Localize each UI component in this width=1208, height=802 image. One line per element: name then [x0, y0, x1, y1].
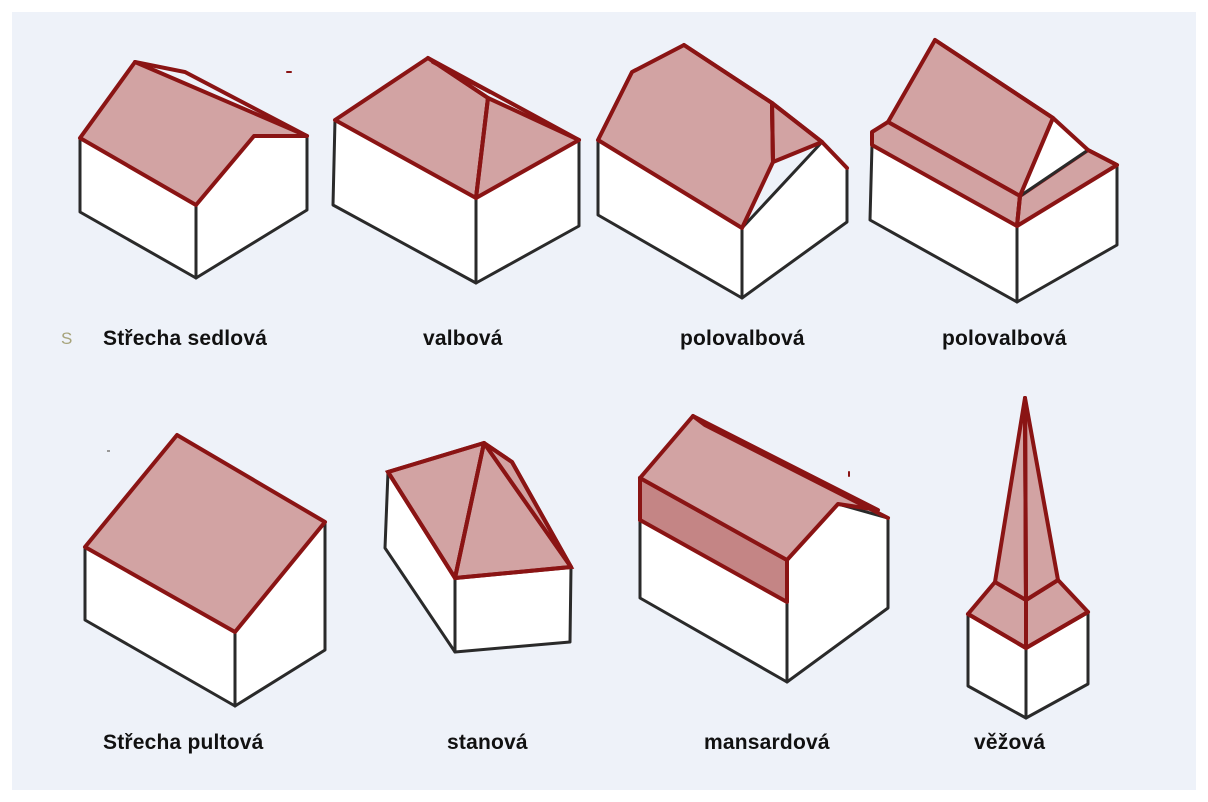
stray-letter-mark: S [61, 329, 72, 349]
label-half-hip-roof-b: polovalbová [942, 327, 1067, 351]
label-half-hip-roof-a: polovalbová [680, 327, 805, 351]
gable-roof-house [80, 62, 307, 278]
spire-upper-right [1025, 398, 1058, 600]
pyramid-roof-house [385, 443, 571, 652]
spire-upper-left [995, 398, 1026, 600]
half-hip-roof-house-a [598, 45, 847, 298]
label-spire-roof: věžová [974, 731, 1045, 755]
label-mono-pitch-roof: Střecha pultová [103, 731, 264, 755]
mono-pitch-roof-house [85, 435, 325, 706]
label-gable-roof: Střecha sedlová [103, 327, 267, 351]
half-hip-roof-house-b [870, 40, 1117, 302]
label-pyramid-roof: stanová [447, 731, 528, 755]
label-hip-roof: valbová [423, 327, 503, 351]
spire-roof-tower [968, 398, 1088, 718]
mansard-roof-house [640, 416, 888, 682]
hip-roof-house [333, 58, 579, 283]
label-mansard-roof: mansardová [704, 731, 830, 755]
pyramid-house-front-wall [455, 567, 571, 652]
